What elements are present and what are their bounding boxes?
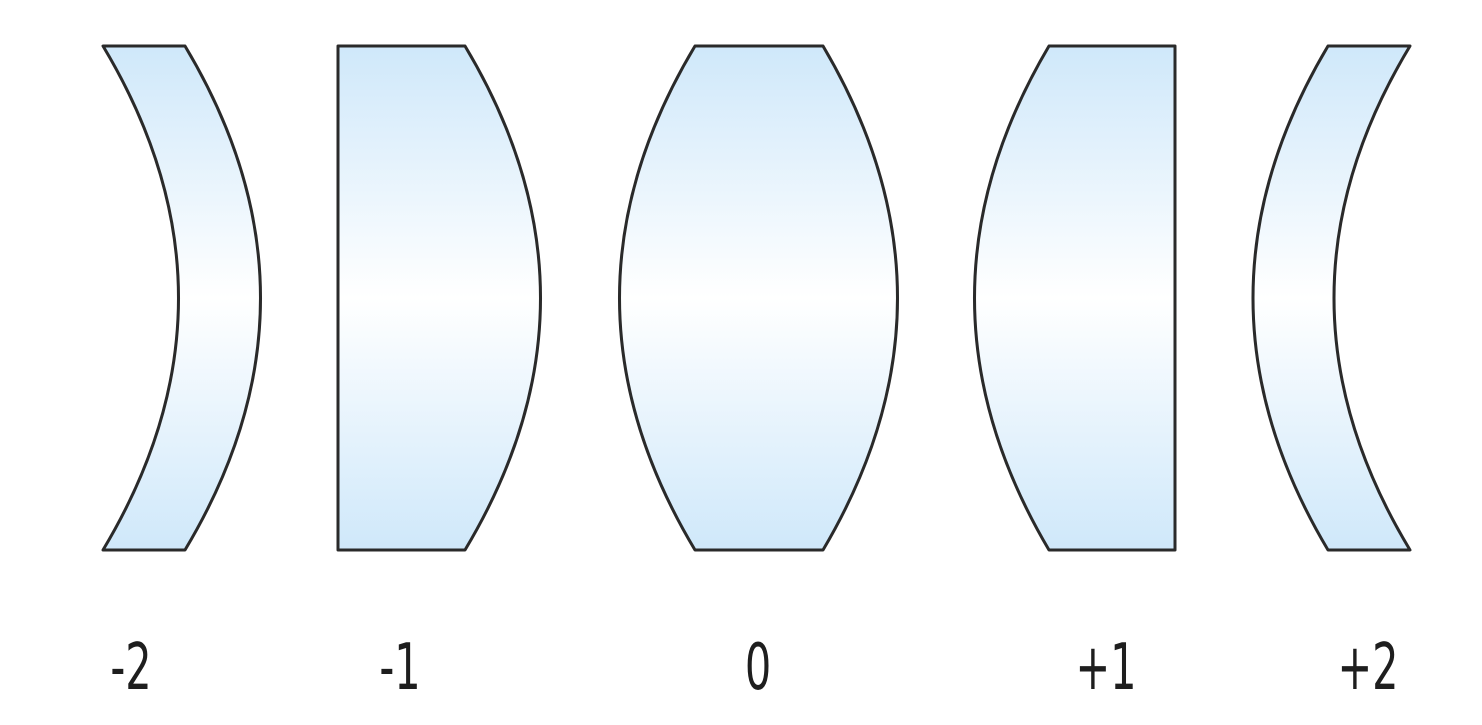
lens-biconvex-0 — [618, 44, 899, 552]
lens-meniscus-minus-2 — [101, 44, 262, 552]
label-lens-plus-1: +1 — [1075, 631, 1137, 705]
label-lens-minus-2: -2 — [110, 631, 152, 705]
label-lens-0: 0 — [744, 631, 772, 705]
lens-plano-convex-plus-1 — [973, 44, 1177, 552]
label-lens-plus-2: +2 — [1337, 631, 1399, 705]
lens-plano-convex-minus-1 — [336, 44, 542, 552]
label-lens-minus-1: -1 — [379, 631, 421, 705]
lens-meniscus-plus-2 — [1251, 44, 1412, 552]
